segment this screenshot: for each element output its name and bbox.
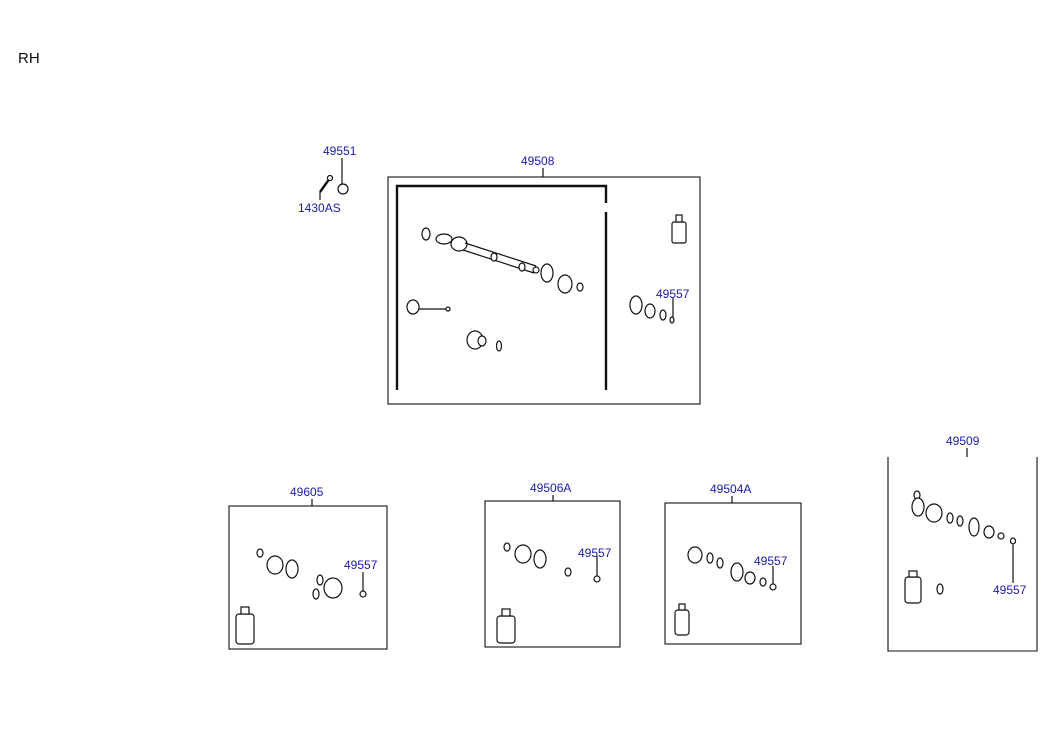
bolt-nut-group: 49551 1430AS [298,144,357,215]
part-label-49551[interactable]: 49551 [323,144,357,158]
part-label-49605[interactable]: 49605 [290,485,324,499]
part-label-49508[interactable]: 49508 [521,154,555,168]
kit-box-49506a: 49506A 49557 [484,481,621,648]
part-label-49557-main[interactable]: 49557 [656,287,690,301]
part-label-49557-c[interactable]: 49557 [754,554,788,568]
part-label-49557-b[interactable]: 49557 [578,546,612,560]
part-label-1430as[interactable]: 1430AS [298,201,341,215]
part-label-49509[interactable]: 49509 [946,434,980,448]
part-label-49557-a[interactable]: 49557 [344,558,378,572]
kit-box-49504a: 49504A 49557 [664,482,802,645]
part-label-49504a[interactable]: 49504A [710,482,751,496]
drive-shaft-drawing [421,227,584,294]
part-label-49506a[interactable]: 49506A [530,481,571,495]
drive-shaft-assembly-49508: 49508 [387,154,701,405]
kit-box-49605: 49605 49557 [228,485,388,650]
part-label-49557-d[interactable]: 49557 [993,583,1027,597]
side-label: RH [18,50,40,67]
kit-box-49509: 49509 49557 [887,434,1038,652]
